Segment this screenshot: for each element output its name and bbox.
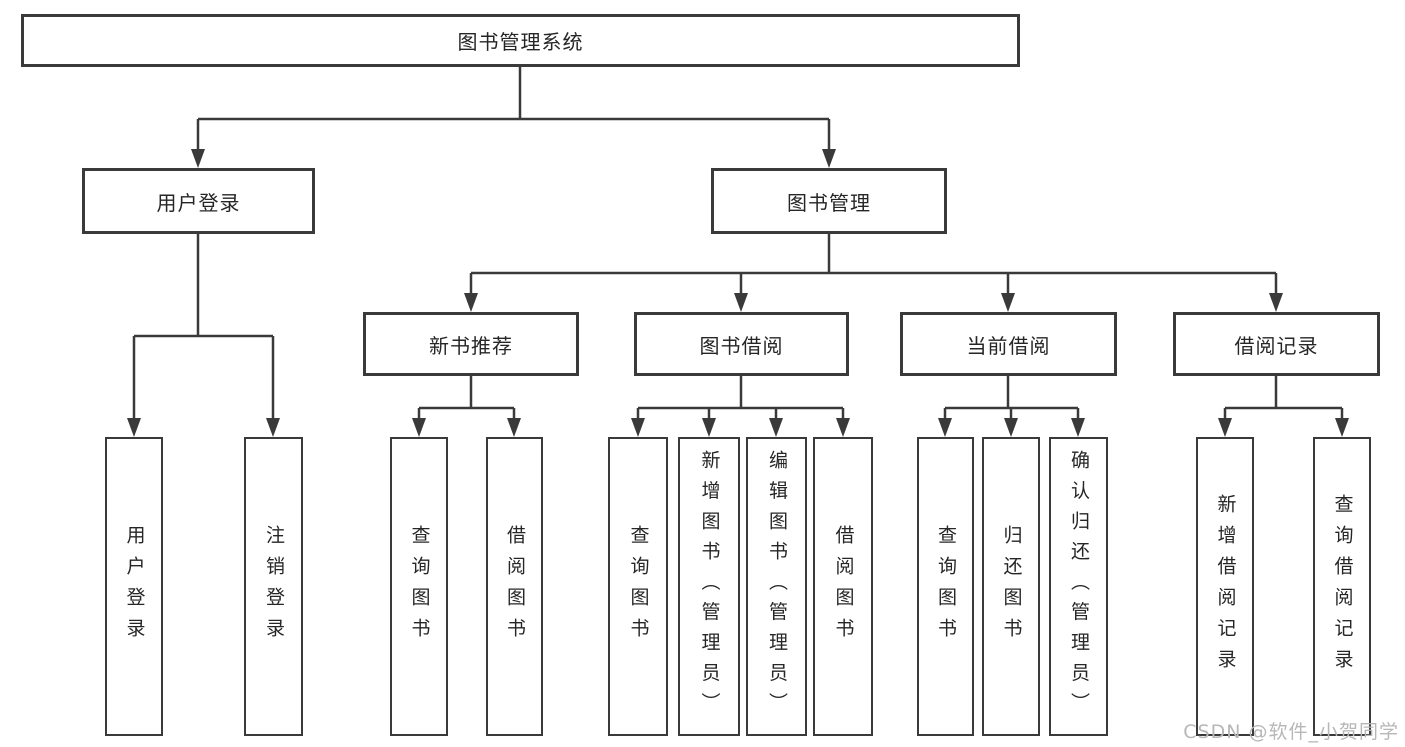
arrowhead-down-icon xyxy=(1071,418,1085,437)
arrowhead-down-icon xyxy=(266,418,280,437)
node-leaf-query-record: 查询借阅记录 xyxy=(1313,437,1371,736)
node-leaf-query-book-rec: 查询图书 xyxy=(390,437,448,736)
node-leaf-return-book: 归还图书 xyxy=(982,437,1040,736)
node-borrowing-records: 借阅记录 xyxy=(1173,312,1380,376)
arrowhead-down-icon xyxy=(702,418,716,437)
arrowhead-down-icon xyxy=(734,293,748,312)
arrowhead-down-icon xyxy=(507,418,521,437)
node-leaf-query-book: 查询图书 xyxy=(608,437,668,736)
arrowhead-down-icon xyxy=(1004,418,1018,437)
node-leaf-user-login: 用户登录 xyxy=(105,437,163,736)
node-leaf-logout: 注销登录 xyxy=(244,437,303,736)
node-root: 图书管理系统 xyxy=(21,14,1020,67)
arrowhead-down-icon xyxy=(769,418,783,437)
watermark-text: CSDN @软件_小贺同学 xyxy=(1183,721,1399,743)
arrowhead-down-icon xyxy=(1001,293,1015,312)
node-leaf-confirm-return: 确认归还（管理员） xyxy=(1049,437,1108,736)
arrowhead-down-icon xyxy=(836,418,850,437)
arrowhead-down-icon xyxy=(412,418,426,437)
node-leaf-add-book-admin: 新增图书（管理员） xyxy=(678,437,740,736)
arrowhead-down-icon xyxy=(191,149,205,168)
arrowhead-down-icon xyxy=(631,418,645,437)
node-leaf-query-current: 查询图书 xyxy=(917,437,974,736)
node-book-borrowing: 图书借阅 xyxy=(634,312,849,376)
node-leaf-edit-book-admin: 编辑图书（管理员） xyxy=(746,437,807,736)
arrowhead-down-icon xyxy=(464,293,478,312)
node-leaf-borrow-book-rec: 借阅图书 xyxy=(486,437,543,736)
arrowhead-down-icon xyxy=(1335,418,1349,437)
node-leaf-add-record: 新增借阅记录 xyxy=(1196,437,1254,736)
node-current-borrowing: 当前借阅 xyxy=(900,312,1117,376)
arrowhead-down-icon xyxy=(938,418,952,437)
arrowhead-down-icon xyxy=(1269,293,1283,312)
node-new-book-recommend: 新书推荐 xyxy=(363,312,579,376)
node-user-login-module: 用户登录 xyxy=(82,168,315,234)
node-book-management: 图书管理 xyxy=(711,168,947,234)
node-leaf-borrow-book: 借阅图书 xyxy=(813,437,873,736)
arrowhead-down-icon xyxy=(1218,418,1232,437)
arrowhead-down-icon xyxy=(822,149,836,168)
arrowhead-down-icon xyxy=(127,418,141,437)
